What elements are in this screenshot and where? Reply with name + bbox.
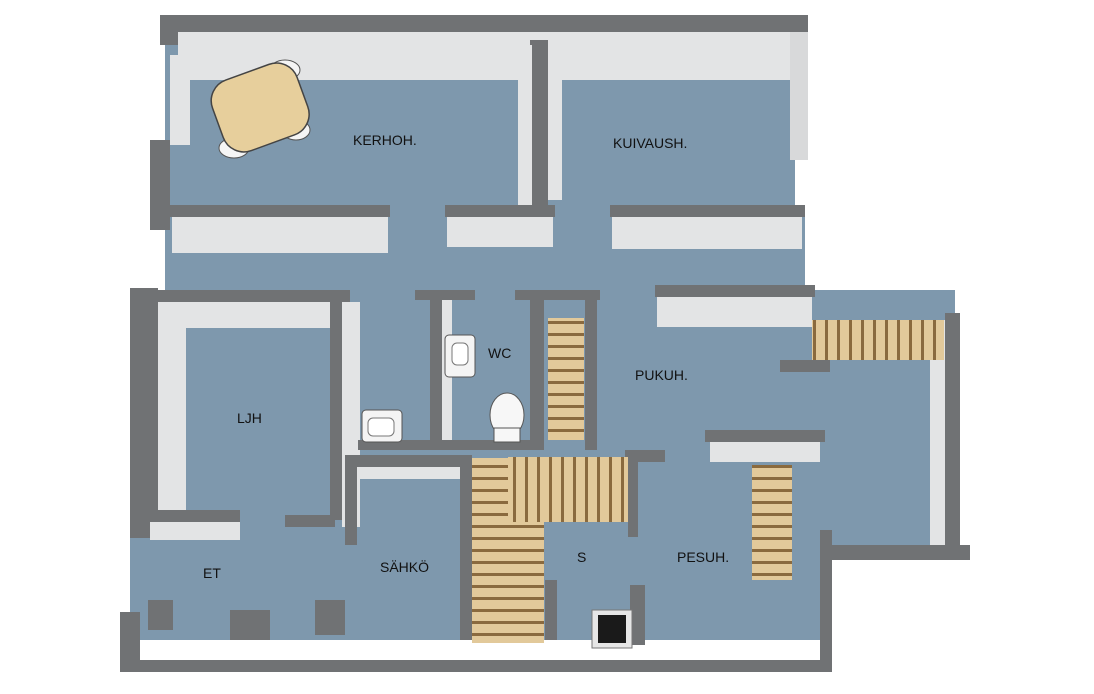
dining-table [210, 59, 311, 159]
bench-upper-right [812, 320, 944, 360]
label-pukuh: PUKUH. [635, 367, 688, 383]
sink-wc [444, 334, 476, 378]
bench-top [508, 457, 628, 492]
label-sahko: SÄHKÖ [380, 558, 429, 575]
sauna-benches [472, 318, 944, 643]
sauna-stove [591, 609, 633, 649]
label-kerhoh: KERHOH. [353, 132, 417, 148]
label-pesuh: PESUH. [677, 549, 729, 565]
partition-walls-top [170, 40, 805, 253]
label-ljh: LJH [237, 410, 262, 426]
bench-middle [508, 492, 628, 522]
partition-walls-interior [140, 285, 830, 645]
bench-vertical-right [508, 520, 544, 643]
sink-corridor [361, 409, 403, 443]
bench-lower-right [752, 465, 792, 580]
toilet [489, 392, 525, 443]
label-s: S [577, 549, 586, 565]
room-labels: KERHOH. KUIVAUSH. WC PUKUH. LJH ET SÄHKÖ… [203, 132, 729, 581]
outer-walls [120, 15, 970, 672]
stair-center [548, 318, 584, 440]
label-wc: WC [488, 345, 511, 361]
label-et: ET [203, 565, 221, 581]
label-kuivaush: KUIVAUSH. [613, 135, 687, 151]
bench-vertical-left [472, 458, 508, 643]
